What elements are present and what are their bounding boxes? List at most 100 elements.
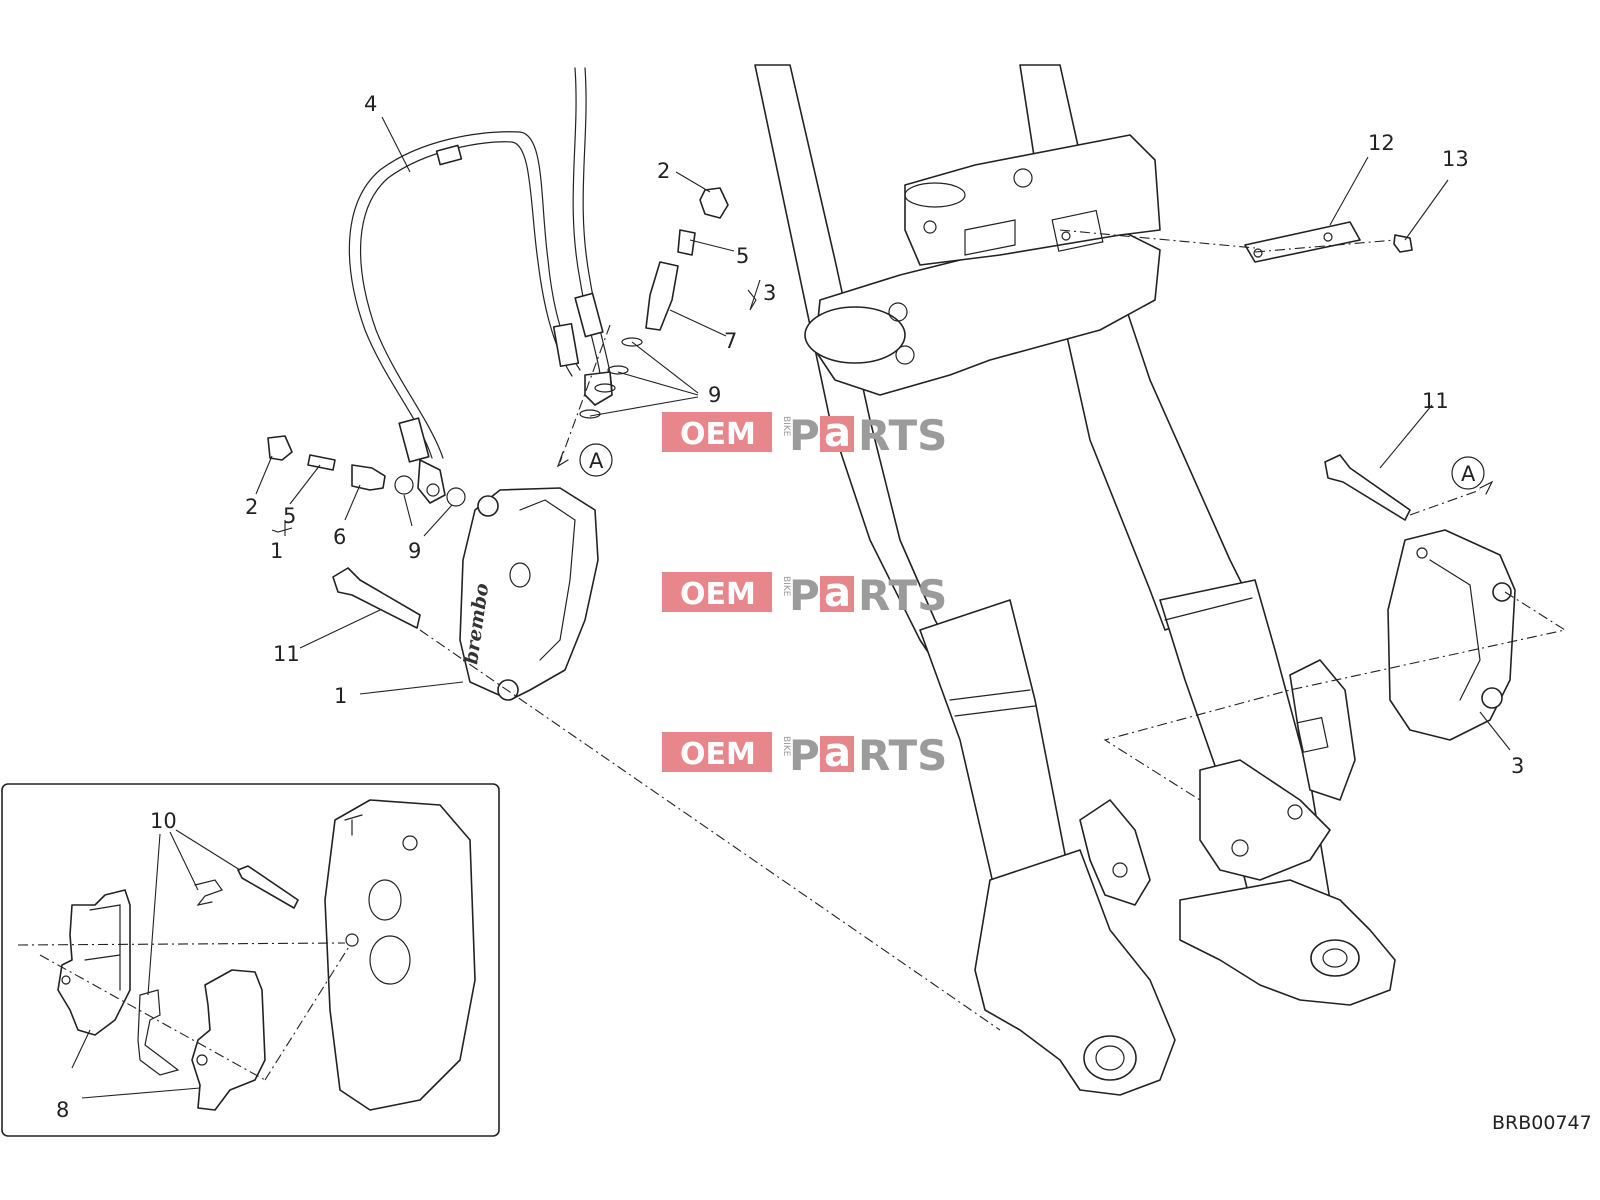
svg-text:OEM: OEM <box>680 737 756 772</box>
bleeder-fittings-top <box>579 187 729 419</box>
banjo-fitting-left <box>417 459 446 504</box>
svg-text:RTS: RTS <box>858 411 947 460</box>
pad-r-clip <box>194 879 223 906</box>
callout-1-caliper: 1 <box>334 684 347 708</box>
callout-5-left: 5 <box>283 504 296 528</box>
banjo-fitting-right <box>584 371 613 406</box>
bleeder-cap-left <box>267 435 293 461</box>
svg-text:OEM: OEM <box>680 417 756 452</box>
front-fork-assembly <box>754 64 1396 1096</box>
callout-10: 10 <box>150 809 177 833</box>
callout-11-right: 11 <box>1422 389 1449 413</box>
right-caliper-mount-hole-top <box>1492 582 1512 602</box>
right-caliper-body <box>1387 529 1516 741</box>
bleeder-cap-top <box>699 187 729 219</box>
leader-lines <box>255 116 1511 751</box>
watermark-1: OEM BIKE P a RTS <box>662 410 947 460</box>
watermark-oem-box <box>662 412 772 452</box>
direction-arrow-right <box>1479 480 1494 495</box>
pad-retaining-pin <box>237 865 299 909</box>
svg-text:RTS: RTS <box>858 571 947 620</box>
pad-spring-clip <box>137 989 180 1076</box>
brake-hose-4-outer <box>572 67 603 391</box>
svg-text:RTS: RTS <box>858 731 947 780</box>
callout-11-left: 11 <box>273 642 300 666</box>
callout-6: 6 <box>333 525 346 549</box>
callout-13: 13 <box>1442 147 1469 171</box>
bracket-bolt <box>1393 234 1413 253</box>
watermark-a-box <box>820 416 854 452</box>
bleeder-valve-left <box>307 454 336 471</box>
ref-a-left-label: A <box>589 449 604 473</box>
hose-fitting-left <box>398 417 430 463</box>
left-fork-ring <box>949 689 1031 701</box>
bleeder-valve-top <box>677 229 696 256</box>
callout-3-caliper: 3 <box>1511 754 1524 778</box>
washer-top-3 <box>594 383 616 393</box>
inset-caliper <box>324 799 476 1111</box>
left-pinch-bolt-boss <box>804 306 906 364</box>
callout-12: 12 <box>1368 131 1395 155</box>
callout-2-top: 2 <box>657 159 670 183</box>
svg-text:P: P <box>789 571 820 620</box>
direction-arrow-left <box>556 451 569 468</box>
right-caliper-mount <box>1289 659 1356 801</box>
banjo-bolt-top <box>645 261 679 331</box>
right-caliper-mount-hole-bottom <box>1481 687 1503 709</box>
callout-7: 7 <box>724 329 737 353</box>
left-caliper-mount-hole-top <box>477 495 499 517</box>
left-axle-boss <box>1083 1035 1137 1081</box>
left-fork-foot <box>974 849 1176 1096</box>
brake-pad-inner <box>191 969 266 1111</box>
washer-top-2 <box>607 365 629 375</box>
left-caliper-mount <box>1079 799 1151 906</box>
hose-sleeve-upper <box>435 144 463 166</box>
brake-hose-loop <box>348 131 581 459</box>
alignment-lines <box>419 229 1567 1031</box>
washer-left-1 <box>394 475 414 495</box>
callout-9-left: 9 <box>408 539 421 563</box>
svg-text:P: P <box>789 411 820 460</box>
hose-fitting-right <box>552 322 580 368</box>
svg-text:P: P <box>789 731 820 780</box>
callout-9-right: 9 <box>708 383 721 407</box>
ref-a-left-circle <box>579 443 613 477</box>
svg-text:BIKE: BIKE <box>781 416 791 437</box>
clamp-slot-left <box>964 219 1016 256</box>
bleeder-fittings-left <box>267 435 1411 629</box>
caliper-bolt-right <box>1324 454 1411 521</box>
svg-text:a: a <box>824 730 851 776</box>
left-brake-caliper: brembo <box>459 487 599 701</box>
caliper-bolt-left <box>332 567 421 629</box>
brake-hose-bracket <box>1244 221 1413 263</box>
callout-8: 8 <box>56 1098 69 1122</box>
steering-stem-collar <box>904 134 1161 266</box>
hose-bracket-plate <box>1244 221 1361 263</box>
washer-top-4 <box>579 409 601 419</box>
watermark-3: OEM BIKE P a RTS <box>662 730 947 780</box>
right-axle-boss <box>1310 939 1360 977</box>
brake-hoses <box>348 67 613 504</box>
ref-a-right-label: A <box>1461 462 1476 486</box>
drawing-code: BRB00747 <box>1492 1112 1592 1134</box>
washer-left-2 <box>446 487 466 507</box>
callout-5-top: 5 <box>736 244 749 268</box>
washer-top-1 <box>621 337 643 347</box>
svg-text:BIKE: BIKE <box>781 736 791 757</box>
brake-pad-detail-inset: 10 8 <box>1 783 500 1137</box>
banjo-bolt-left <box>351 464 386 491</box>
callout-2-left: 2 <box>245 495 258 519</box>
svg-text:BIKE: BIKE <box>781 576 791 597</box>
ref-a-right-circle <box>1451 456 1485 490</box>
callout-labels: 4 2 5 3 7 9 12 13 2 5 1 6 9 11 1 11 3 <box>245 92 1524 778</box>
hose-fitting-right-2 <box>574 292 604 338</box>
svg-text:a: a <box>824 410 851 456</box>
right-fork-foot <box>1179 879 1396 1006</box>
reference-markers: A A <box>579 443 1485 490</box>
left-caliper-mount-hole-bottom <box>497 679 519 701</box>
svg-text:a: a <box>824 570 851 616</box>
callout-3-top: 3 <box>763 281 776 305</box>
brake-pad-outer <box>57 889 131 1036</box>
left-caliper-body <box>459 487 599 701</box>
